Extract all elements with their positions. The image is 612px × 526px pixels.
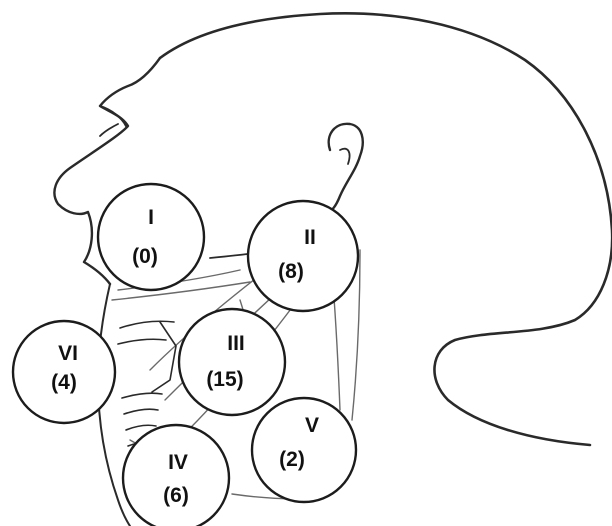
node-level-III: III (15) [179,309,285,415]
node-level-IV-label: IV [168,451,188,474]
node-level-IV-count: (6) [163,484,189,507]
node-level-I: I (0) [98,184,204,290]
node-level-V: V (2) [252,398,356,502]
node-level-II-count: (8) [278,260,304,283]
node-level-III-count: (15) [206,368,243,391]
node-level-IV: IV (6) [123,425,229,526]
node-level-I-count: (0) [132,245,158,268]
node-level-V-count: (2) [279,448,305,471]
node-level-V-label: V [305,414,319,437]
node-level-VI-label: VI [58,342,78,365]
node-level-I-label: I [148,206,154,229]
node-level-III-label: III [227,332,245,355]
node-level-II: II (8) [248,201,358,311]
node-level-VI: VI (4) [13,321,115,423]
node-level-II-label: II [304,226,316,249]
node-level-VI-count: (4) [51,371,77,394]
